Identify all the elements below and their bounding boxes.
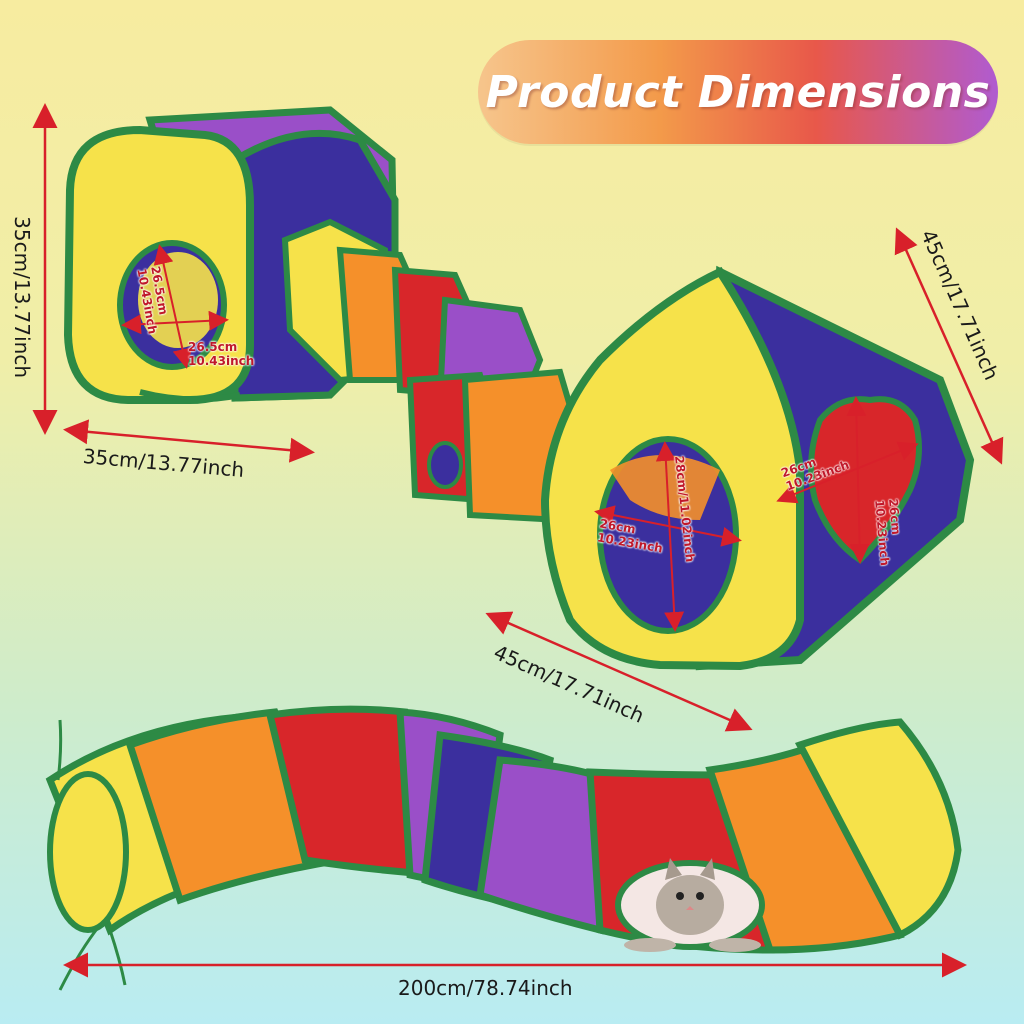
cube-height-label: 35cm/13.77inch <box>10 216 34 378</box>
connecting-tunnel <box>281 218 584 524</box>
kitten-image <box>624 858 761 952</box>
tent-tunnel-piece <box>540 265 975 671</box>
title-banner: Product Dimensions <box>478 40 998 144</box>
dimension-arrows <box>32 103 1004 978</box>
tent-side-hole-height-label: 26cm 10.23inch <box>872 498 904 567</box>
cube-hole-width-label: 26.5cm 10.43inch <box>188 340 255 368</box>
tunnel-length-label: 200cm/78.74inch <box>398 976 573 1000</box>
title-text: Product Dimensions <box>485 66 991 118</box>
long-tunnel <box>45 705 962 991</box>
